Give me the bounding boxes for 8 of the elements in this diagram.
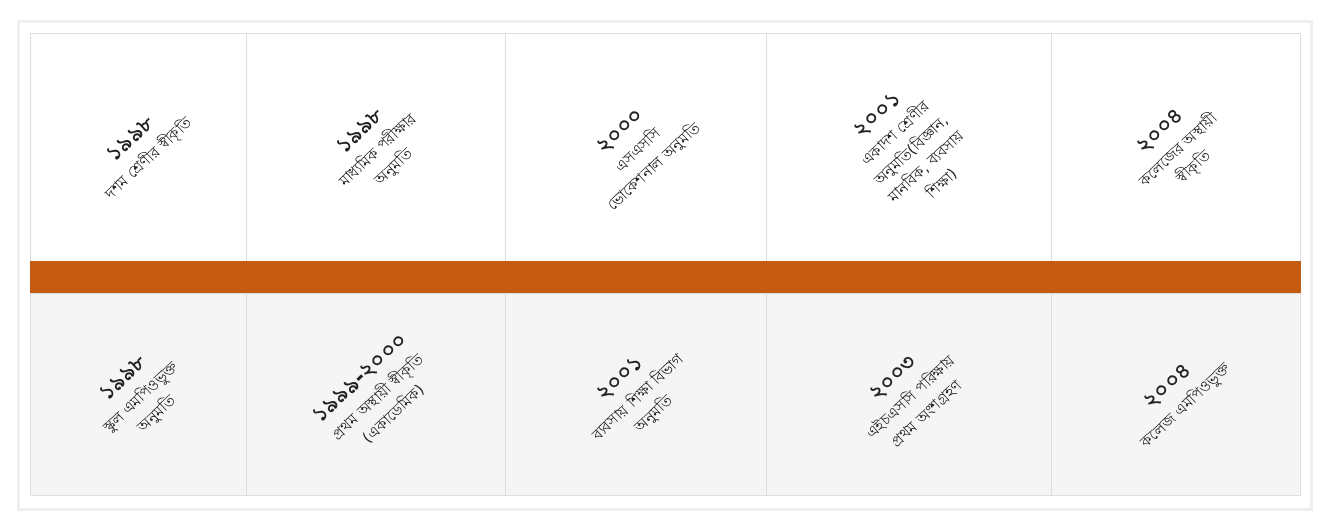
milestone-panel xyxy=(1051,293,1301,496)
timeline-bar xyxy=(30,261,1301,294)
milestone-panel xyxy=(1051,33,1301,262)
milestone-panel xyxy=(766,293,1052,496)
milestone-panel xyxy=(246,293,506,496)
milestone-panel xyxy=(30,33,247,262)
milestone-panel xyxy=(505,293,767,496)
milestone-panel xyxy=(30,293,247,496)
